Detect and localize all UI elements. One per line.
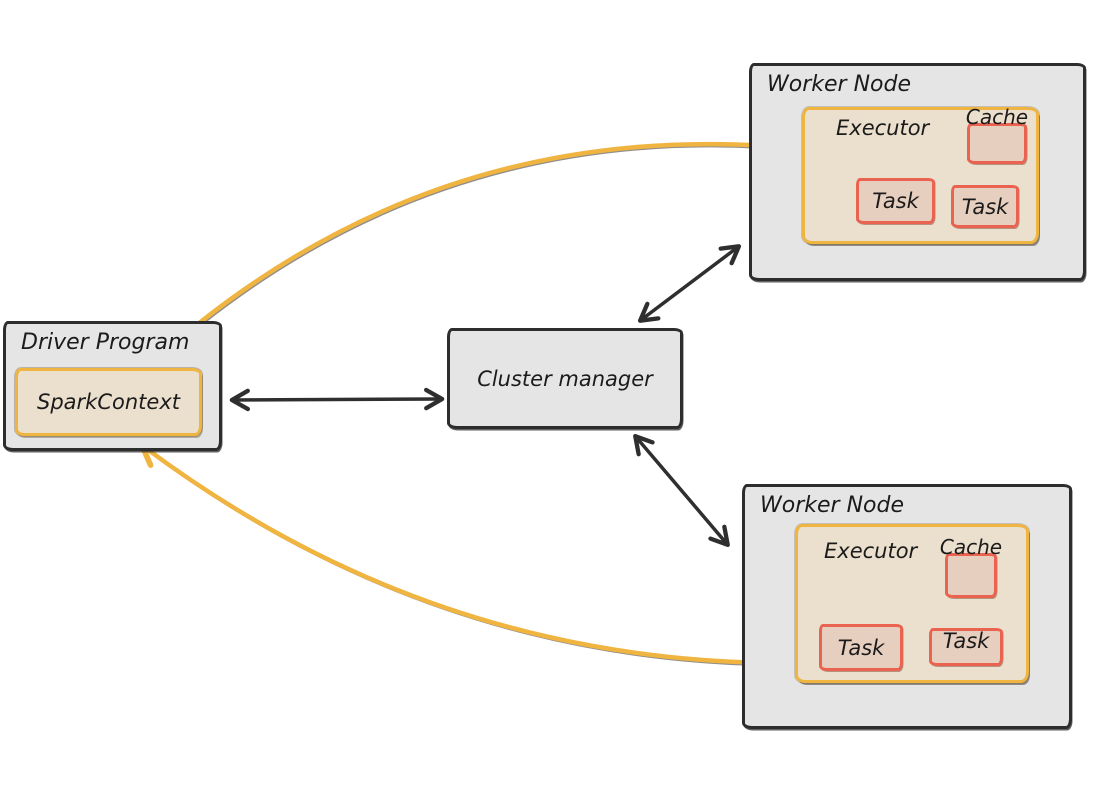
worker-node-top-label: Worker Node (767, 72, 911, 97)
driver-program-box: Driver Program SparkContext (3, 321, 222, 451)
cache-bottom-label: Cache (939, 535, 1003, 559)
arrow-driver-cluster (229, 387, 445, 412)
arrow-shadow (144, 447, 791, 667)
task-label: Task (872, 189, 919, 213)
cache-bottom-box: Cache (940, 535, 1002, 598)
arrow-cluster-worker-top (637, 244, 742, 323)
task-box: Task (819, 624, 903, 671)
task-label: Task (961, 194, 1009, 219)
driver-program-label: Driver Program (21, 330, 190, 355)
worker-node-top-box: Worker Node Executor Cache Task Task (749, 63, 1086, 281)
cache-top-box: Cache (966, 105, 1028, 164)
spark-context-box: SparkContext (15, 368, 202, 436)
worker-node-bottom-box: Worker Node Executor Cache Task Task (742, 484, 1072, 729)
arrow-cluster-worker-bottom (633, 433, 730, 548)
worker-node-bottom-label: Worker Node (760, 493, 904, 518)
executor-top-box: Executor Cache Task Task (802, 105, 1039, 244)
task-box: Task (856, 178, 935, 224)
executor-bottom-label: Executor (824, 539, 918, 563)
task-label: Task (837, 635, 885, 660)
cache-top-label: Cache (965, 105, 1029, 129)
task-label: Task (942, 629, 990, 653)
arrow-driver-executor-bottom (143, 446, 789, 663)
task-box: Task (951, 185, 1019, 228)
task-box: Task (929, 628, 1003, 666)
cluster-manager-box: Cluster manager (447, 328, 683, 429)
executor-bottom-box: Executor Cache Task Task (795, 524, 1029, 683)
cluster-manager-label: Cluster manager (477, 366, 653, 391)
executor-top-label: Executor (836, 116, 930, 140)
spark-context-label: SparkContext (37, 390, 180, 414)
